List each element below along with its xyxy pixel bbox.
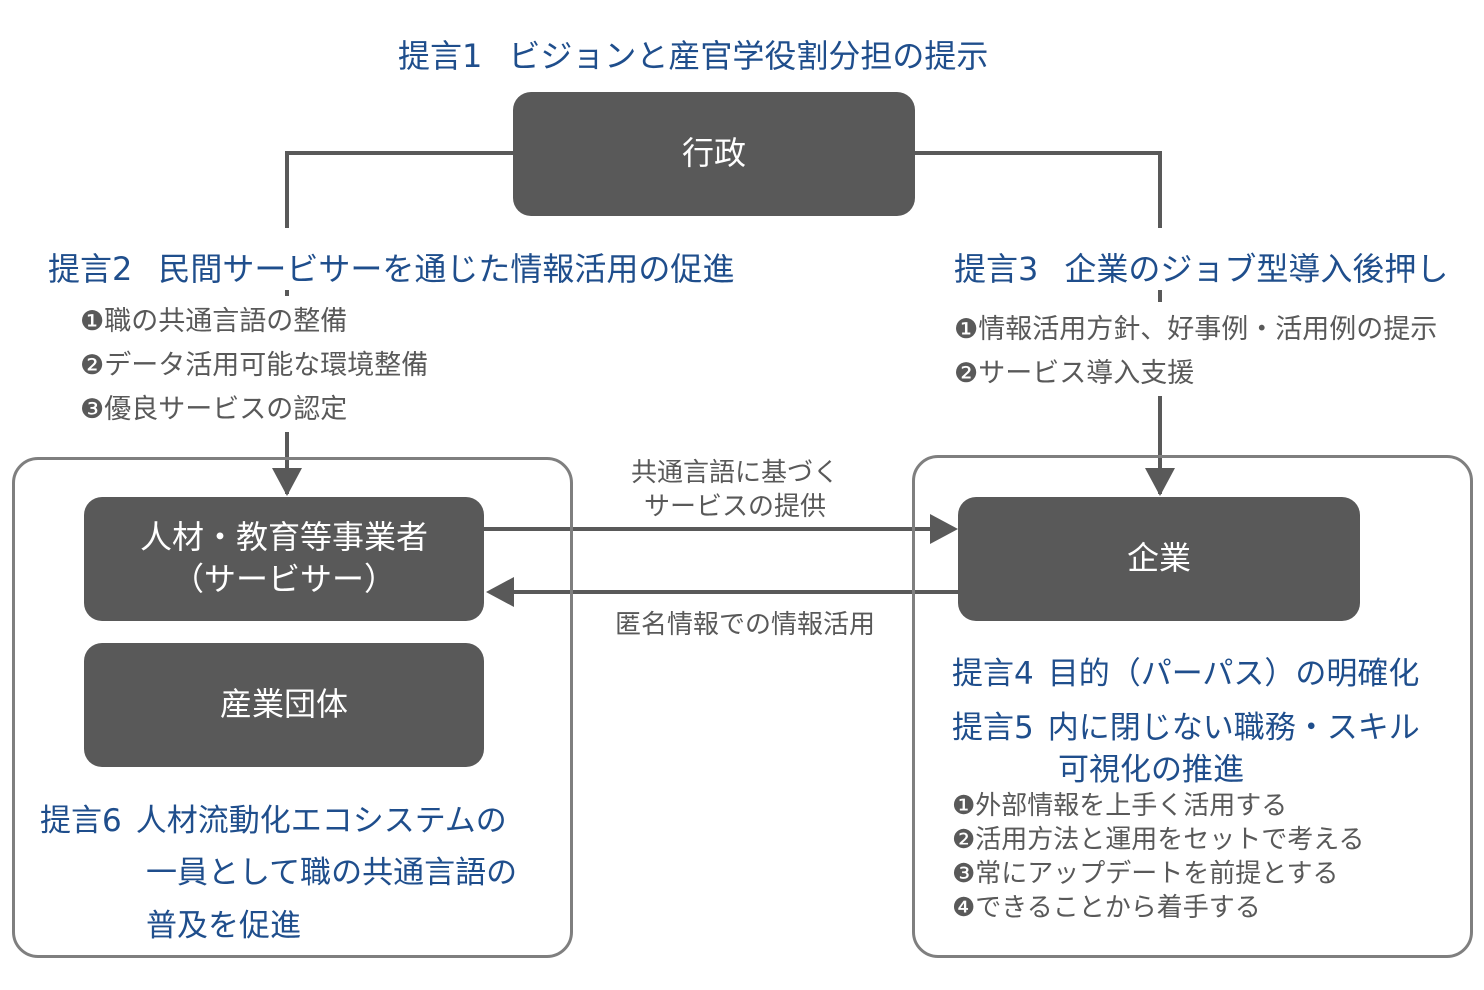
company-to-hr-arrowhead xyxy=(486,577,514,607)
gov-to-hr-line xyxy=(285,151,515,228)
proposal2-item-1: ❶職の共通言語の整備 xyxy=(74,300,354,344)
hr-to-company-arrowhead xyxy=(930,514,958,544)
right-group-frame xyxy=(912,455,1473,958)
proposal5-text-line1: 内に閉じない職務・スキル xyxy=(1047,710,1420,746)
proposal6-label: 提言6 xyxy=(40,803,122,839)
proposal1-text: ビジョンと産官学役割分担の提示 xyxy=(508,37,989,75)
proposal1-label: 提言1 xyxy=(398,37,483,75)
proposal2-item-3: ❸優良サービスの認定 xyxy=(74,388,354,432)
proposal3-heading: 提言3 企業のジョブ型導入後押し xyxy=(948,244,1455,290)
proposal3-text: 企業のジョブ型導入後押し xyxy=(1064,250,1449,288)
proposal2-text: 民間サービサーを通じた情報活用の促進 xyxy=(158,250,735,288)
gov-to-company-arrowhead xyxy=(1145,468,1175,496)
proposal6-text-line1: 人材流動化エコシステムの xyxy=(135,803,507,839)
proposal4-heading: 提言4 目的（パーパス）の明確化 xyxy=(952,648,1419,693)
gov-box: 行政 xyxy=(513,92,915,216)
hr-provider-label-line1: 人材・教育等事業者 xyxy=(139,518,428,557)
left-group-frame xyxy=(12,457,573,958)
flow-bottom-label: 匿名情報での情報活用 xyxy=(614,610,875,640)
flow-top-line2: サービスの提供 xyxy=(643,492,826,522)
company-box: 企業 xyxy=(958,497,1360,621)
proposal1-heading: 提言1 ビジョンと産官学役割分担の提示 xyxy=(398,31,988,77)
proposal4-label: 提言4 xyxy=(952,656,1034,692)
proposal5-item-2: ❷活用方法と運用をセットで考える xyxy=(952,825,1365,855)
proposal3-item-1: ❶情報活用方針、好事例・活用例の提示 xyxy=(948,308,1444,352)
proposal6-text-line2: 一員として職の共通言語の xyxy=(146,855,518,891)
proposal3-item-2: ❷サービス導入支援 xyxy=(948,352,1201,396)
hr-provider-box: 人材・教育等事業者 （サービサー） xyxy=(84,497,484,621)
proposal6-heading: 提言6 人材流動化エコシステムの xyxy=(40,795,507,840)
industry-association-label: 産業団体 xyxy=(219,685,348,724)
proposal2-heading: 提言2 民間サービサーを通じた情報活用の促進 xyxy=(42,244,741,290)
proposal4-text: 目的（パーパス）の明確化 xyxy=(1047,656,1420,692)
proposal5-item-1: ❶外部情報を上手く活用する xyxy=(952,791,1288,821)
proposal5-text-line2: 可視化の推進 xyxy=(1058,752,1244,788)
industry-association-box: 産業団体 xyxy=(84,643,484,767)
flow-top-line1: 共通言語に基づく xyxy=(630,458,839,488)
proposal2-label: 提言2 xyxy=(48,250,133,288)
hr-provider-label-line2: （サービサー） xyxy=(171,560,396,598)
proposal2-item-2: ❷データ活用可能な環境整備 xyxy=(74,344,435,388)
proposal5-label: 提言5 xyxy=(952,710,1034,746)
company-box-label: 企業 xyxy=(1126,539,1191,578)
proposal5-heading: 提言5 内に閉じない職務・スキル xyxy=(952,702,1420,747)
proposal6-text-line3: 普及を促進 xyxy=(146,908,301,944)
proposal5-item-3: ❸常にアップデートを前提とする xyxy=(952,859,1339,889)
gov-to-company-line xyxy=(913,151,1162,228)
gov-to-hr-arrowhead xyxy=(272,468,302,496)
flow-top-label: 共通言語に基づく サービスの提供 xyxy=(590,456,880,524)
proposal3-label: 提言3 xyxy=(954,250,1039,288)
gov-box-label: 行政 xyxy=(681,134,746,173)
proposal5-item-4: ❹できることから着手する xyxy=(952,893,1261,923)
